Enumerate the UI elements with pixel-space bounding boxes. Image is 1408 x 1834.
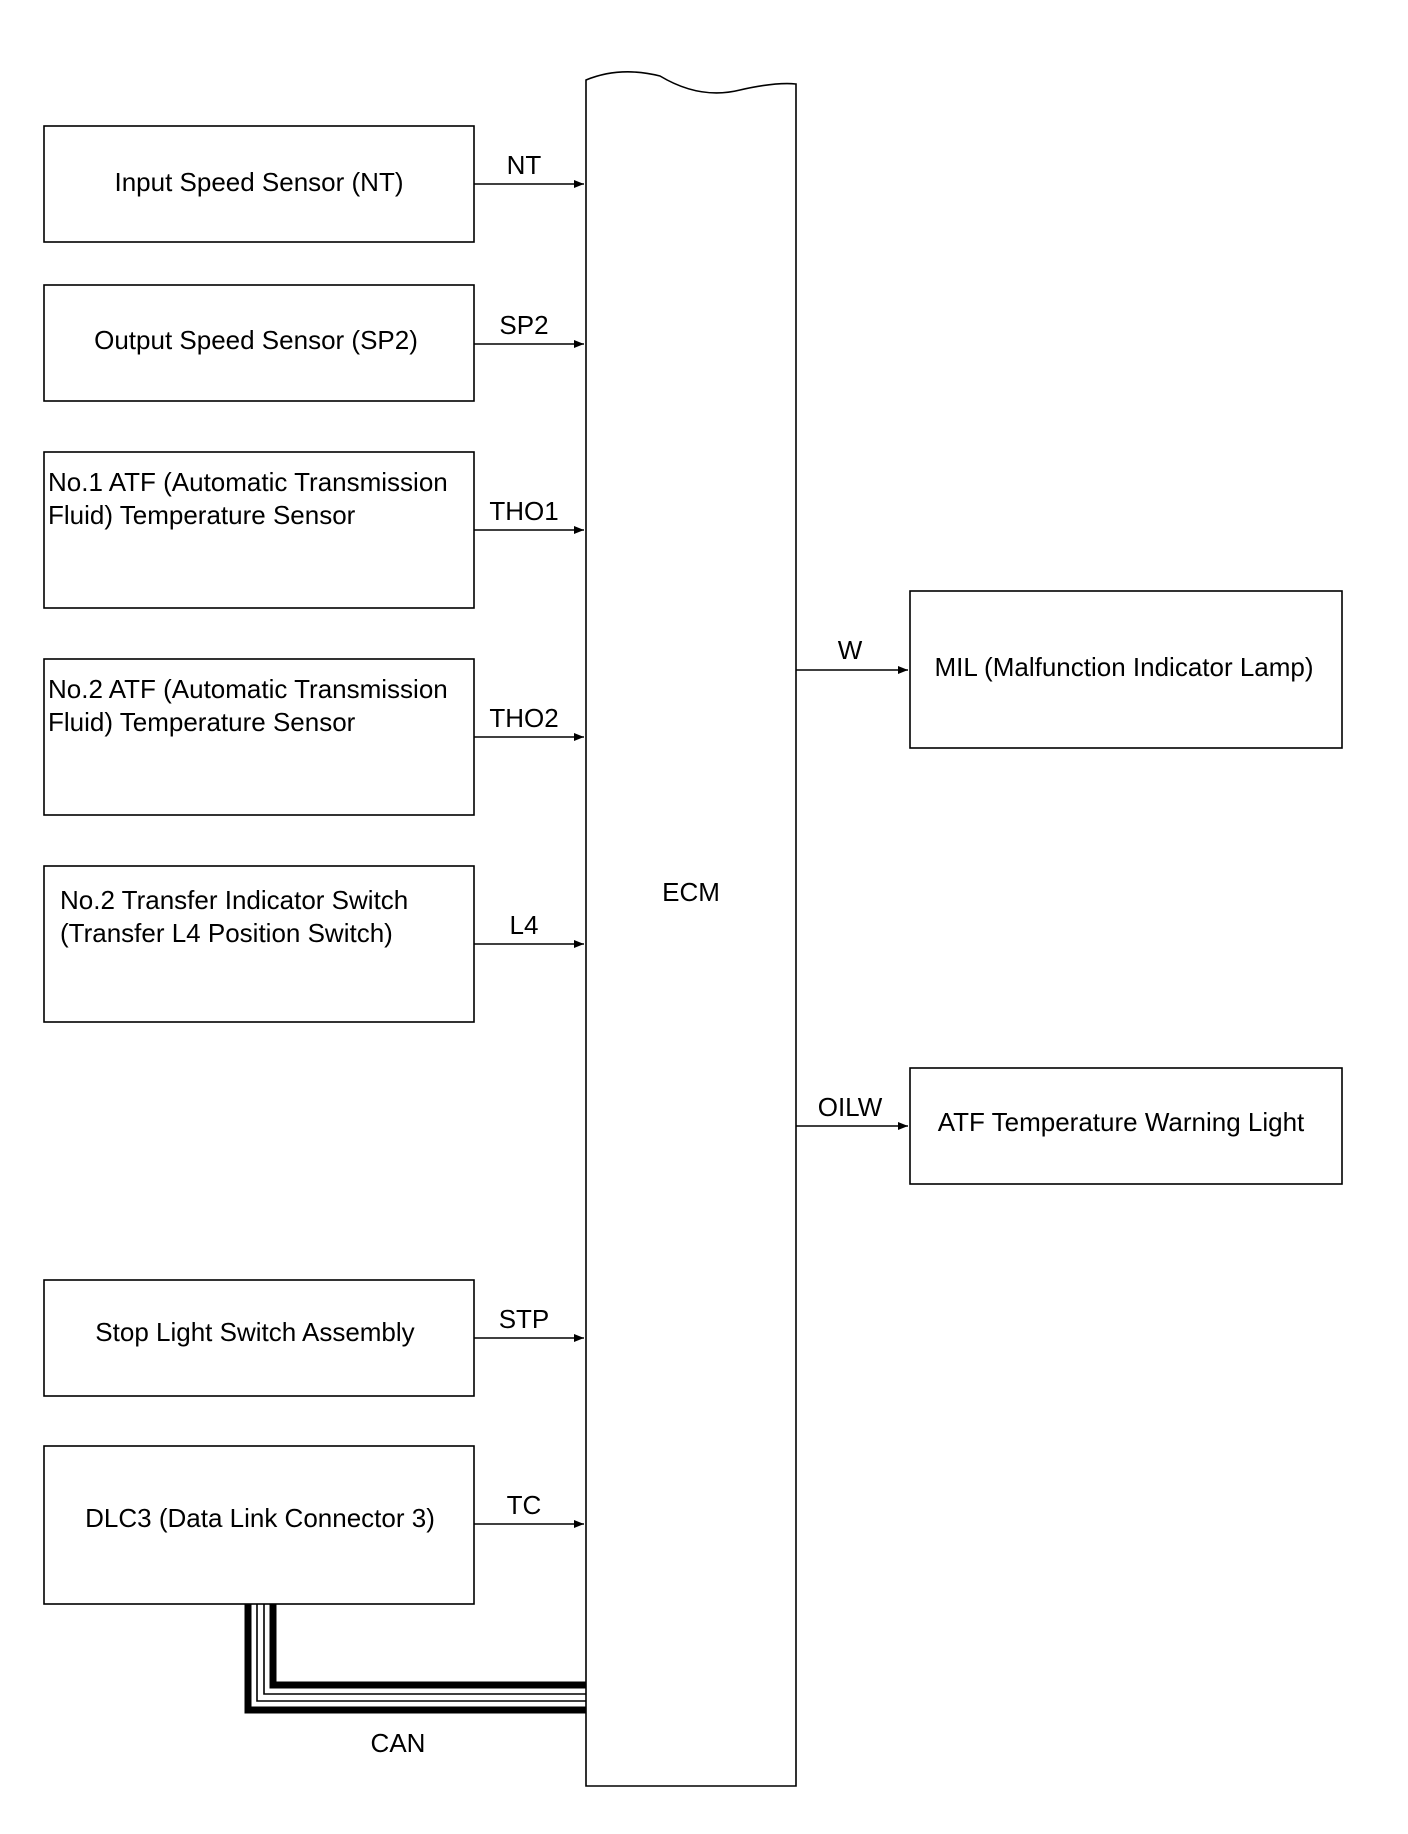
tho2-signal-label: THO2 [489, 703, 558, 733]
nt-signal-label: NT [507, 150, 542, 180]
can-bus-line-outer [244, 1604, 586, 1714]
input-speed-sensor-label: Input Speed Sensor (NT) [114, 167, 403, 197]
can-bus-line-gap-1 [256, 1604, 586, 1702]
no1-atf-temp-sensor-box [43, 451, 475, 609]
dlc3-group: DLC3 (Data Link Connector 3) TC [43, 1445, 584, 1605]
no2-atf-temp-sensor-label: No.2 ATF (Automatic Transmission Fluid) … [48, 674, 455, 737]
ecm-block [585, 71, 797, 1787]
dlc3-box [43, 1445, 475, 1605]
stop-light-switch-label: Stop Light Switch Assembly [95, 1317, 414, 1347]
no1-atf-temp-sensor-group: No.1 ATF (Automatic Transmission Fluid) … [43, 451, 584, 609]
can-bus: CAN [244, 1604, 586, 1758]
no2-atf-temp-sensor-group: No.2 ATF (Automatic Transmission Fluid) … [43, 658, 584, 816]
transfer-indicator-switch-box [43, 865, 475, 1023]
transfer-indicator-switch-group: No.2 Transfer Indicator Switch (Transfer… [43, 865, 584, 1023]
no1-atf-temp-sensor-label: No.1 ATF (Automatic Transmission Fluid) … [48, 467, 455, 530]
output-speed-sensor-box [43, 284, 475, 402]
can-bus-line-gap-2 [263, 1604, 586, 1695]
transfer-indicator-switch-label: No.2 Transfer Indicator Switch (Transfer… [60, 885, 416, 948]
atf-warning-light-box [909, 1067, 1343, 1185]
atf-warning-light-label: ATF Temperature Warning Light [938, 1107, 1305, 1137]
mil-label: MIL (Malfunction Indicator Lamp) [934, 652, 1313, 682]
input-speed-sensor-group: Input Speed Sensor (NT) NT [43, 125, 584, 243]
tc-signal-label: TC [507, 1490, 542, 1520]
dlc3-label: DLC3 (Data Link Connector 3) [85, 1503, 435, 1533]
no2-atf-temp-sensor-box [43, 658, 475, 816]
mil-box [909, 590, 1343, 749]
oilw-signal-label: OILW [818, 1092, 883, 1122]
can-bus-line-inner [269, 1604, 586, 1689]
stop-light-switch-group: Stop Light Switch Assembly STP [43, 1279, 584, 1397]
atf-warning-light-group: ATF Temperature Warning Light OILW [796, 1067, 1343, 1185]
w-signal-label: W [838, 635, 863, 665]
output-speed-sensor-group: Output Speed Sensor (SP2) SP2 [43, 284, 584, 402]
stop-light-switch-box [43, 1279, 475, 1397]
sp2-signal-label: SP2 [499, 310, 548, 340]
l4-signal-label: L4 [510, 910, 539, 940]
output-speed-sensor-label: Output Speed Sensor (SP2) [94, 325, 418, 355]
mil-group: MIL (Malfunction Indicator Lamp) W [796, 590, 1343, 749]
ecm-label: ECM [662, 877, 720, 907]
stp-signal-label: STP [499, 1304, 550, 1334]
tho1-signal-label: THO1 [489, 496, 558, 526]
input-speed-sensor-box [43, 125, 475, 243]
can-bus-label: CAN [371, 1728, 426, 1758]
